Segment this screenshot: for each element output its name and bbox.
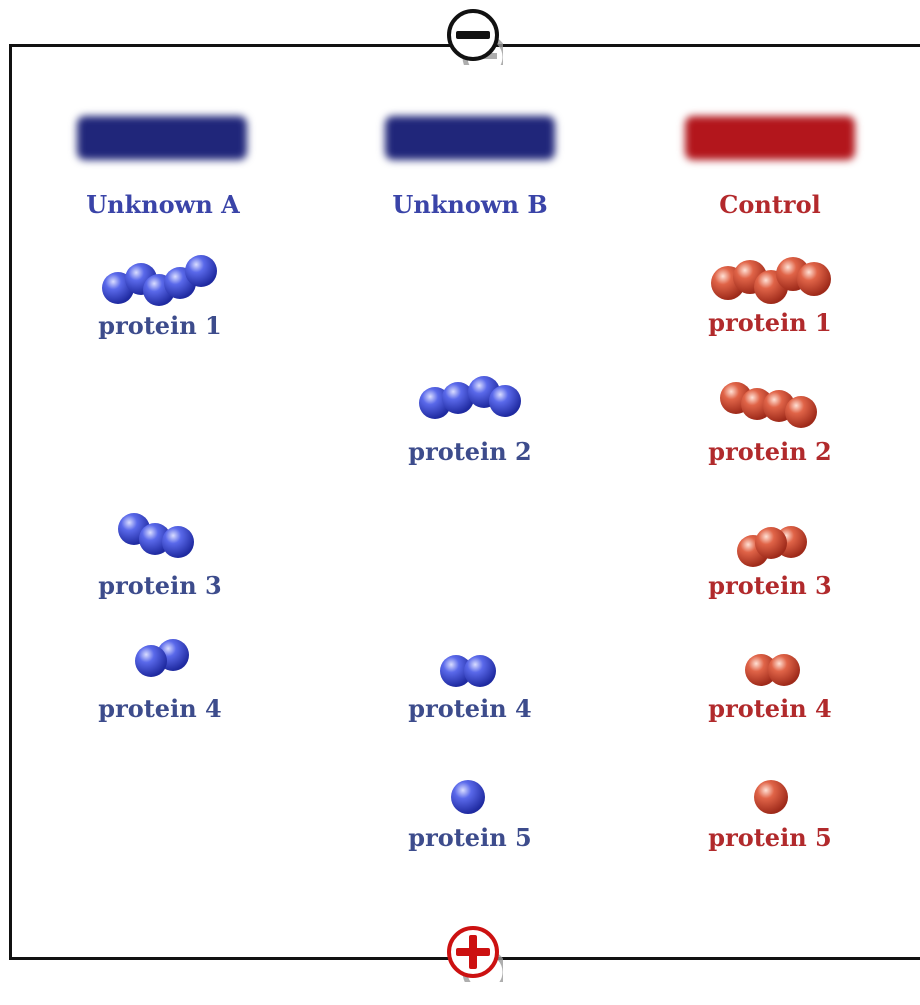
protein-molecule-icon bbox=[745, 654, 800, 686]
protein-molecule-icon bbox=[102, 255, 217, 306]
negative-electrode-icon bbox=[447, 9, 503, 65]
protein-molecule-icon bbox=[720, 382, 817, 428]
protein-label: protein 1 bbox=[708, 308, 832, 337]
protein-molecule-icon bbox=[118, 513, 194, 558]
protein-label: protein 4 bbox=[708, 694, 832, 723]
well-unknown-a bbox=[77, 116, 247, 160]
protein-label: protein 3 bbox=[708, 571, 832, 600]
well-unknown-b bbox=[385, 116, 555, 160]
protein-molecule-icon bbox=[754, 780, 788, 814]
protein-molecule-icon bbox=[419, 376, 521, 419]
protein-label: protein 2 bbox=[408, 437, 532, 466]
protein-label: protein 4 bbox=[98, 694, 222, 723]
lane-label-unknown-a: Unknown A bbox=[86, 190, 240, 219]
protein-label: protein 5 bbox=[708, 823, 832, 852]
protein-molecule-icon bbox=[440, 655, 496, 687]
protein-label: protein 4 bbox=[408, 694, 532, 723]
protein-molecule-icon bbox=[451, 780, 485, 814]
protein-molecule-icon bbox=[737, 526, 807, 567]
protein-label: protein 2 bbox=[708, 437, 832, 466]
protein-label: protein 1 bbox=[98, 311, 222, 340]
protein-label: protein 3 bbox=[98, 571, 222, 600]
well-control bbox=[685, 116, 855, 160]
positive-electrode-icon bbox=[447, 926, 503, 982]
lane-label-unknown-b: Unknown B bbox=[392, 190, 548, 219]
protein-label: protein 5 bbox=[408, 823, 532, 852]
protein-molecule-icon bbox=[711, 257, 831, 304]
lane-label-control: Control bbox=[719, 190, 821, 219]
protein-molecule-icon bbox=[135, 639, 189, 677]
